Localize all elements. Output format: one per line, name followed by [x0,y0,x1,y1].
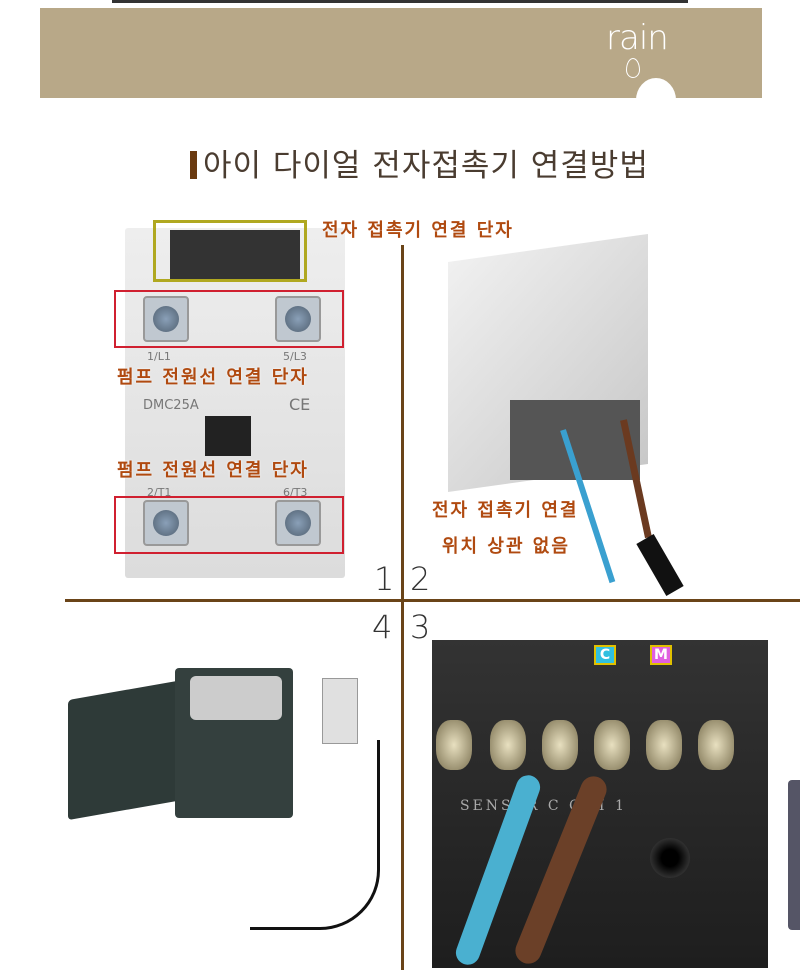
page-title: 아이 다이얼 전자접촉기 연결방법 [190,140,649,185]
terminal-screw [143,296,189,342]
title-marker [190,151,197,179]
device-edge [788,780,800,930]
terminal-screw [542,720,578,770]
terminal-screw [143,500,189,546]
terminal-label: 6/T3 [283,486,308,499]
pump-terminal-label: 펌프 전원선 연결 단자 [117,367,309,388]
contactor-front-photo: 1/L1 5/L3 2/T1 6/T3 DMC25A CE [125,228,345,578]
rain-logo: rain [606,18,669,58]
terminal-screw [646,720,682,770]
coil-terminal-highlight [153,220,307,282]
ce-mark: CE [289,395,311,414]
vertical-divider [401,245,404,970]
line-terminal-highlight [114,290,344,348]
header-notch [636,78,676,100]
controller-case-lid [68,679,183,821]
panel-number: 1 [374,560,395,598]
panel-number: 3 [410,608,431,646]
connection-caption: 전자 접촉기 연결 [432,500,579,521]
page-title-text: 아이 다이얼 전자접촉기 연결방법 [203,148,649,184]
horizontal-divider [65,599,800,602]
terminal-screw [275,296,321,342]
cable [636,534,684,596]
connection-caption: 위치 상관 없음 [442,536,570,557]
model-label: DMC25A [143,398,199,413]
terminal-label: 5/L3 [283,350,307,363]
panel-number: 4 [372,608,393,646]
terminal-screw [436,720,472,770]
terminal-label: 2/T1 [147,486,172,499]
top-rule [112,0,688,3]
connection-wire [250,740,380,930]
terminal-screw [698,720,734,770]
terminal-screw [490,720,526,770]
pump-terminal-label: 펌프 전원선 연결 단자 [117,460,309,481]
common-tag: C [594,645,616,665]
panel-number: 2 [410,560,431,598]
terminal-label: 1/L1 [147,350,171,363]
coil-terminal-block [170,230,300,282]
master-tag: M [650,645,672,665]
contactor-small [322,678,358,744]
board-hole [650,838,690,878]
terminal-screw [594,720,630,770]
load-terminal-highlight [114,496,344,554]
coil-terminal-label: 전자 접촉기 연결 단자 [322,220,514,241]
controller-dial [190,676,282,720]
terminal-screw [275,500,321,546]
contactor-window [205,416,251,456]
water-drop-icon [626,58,640,78]
